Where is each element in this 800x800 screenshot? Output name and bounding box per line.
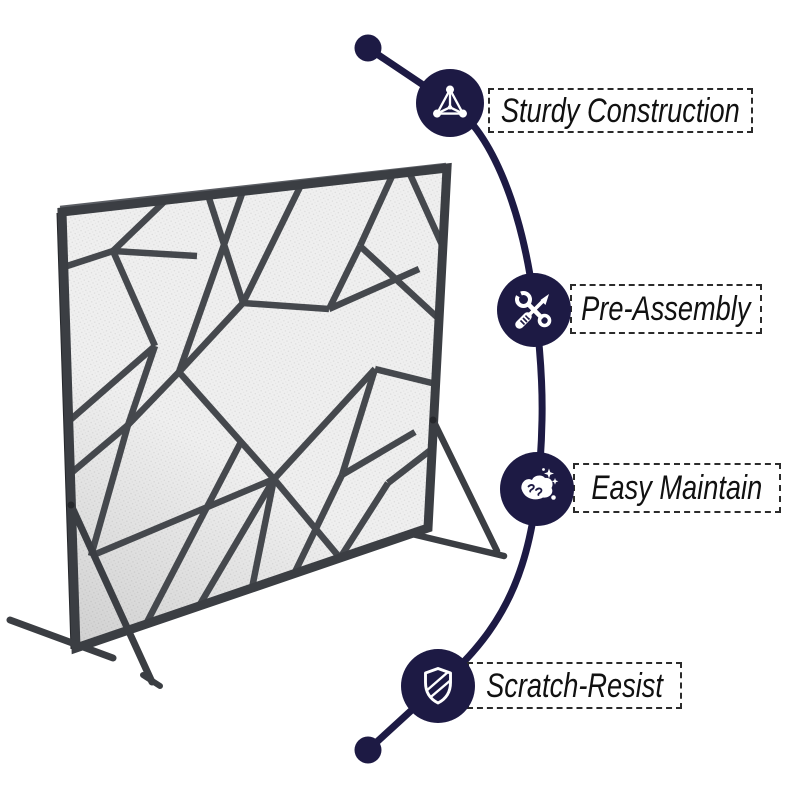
wipe-clean-hand-icon bbox=[521, 468, 559, 500]
screen-pattern-bars bbox=[62, 170, 446, 626]
feature-label: Pre-Assembly bbox=[581, 290, 751, 328]
curve-end-dot-top bbox=[354, 34, 382, 62]
feature-label-box: Sturdy Construction bbox=[488, 88, 753, 133]
feature-label: Scratch-Resist bbox=[486, 666, 663, 705]
screen-feet bbox=[6, 416, 508, 689]
feature-label: Sturdy Construction bbox=[501, 91, 740, 130]
shield-icon bbox=[424, 667, 452, 705]
screen-hinges bbox=[67, 416, 437, 509]
curve-end-dot-bottom bbox=[354, 736, 382, 764]
feature-label-box: Easy Maintain bbox=[573, 463, 781, 513]
tetrahedron-frame-icon bbox=[433, 85, 467, 118]
feature-badge bbox=[416, 69, 484, 137]
feature-flow-curve bbox=[364, 44, 546, 754]
feature-label-box: Pre-Assembly bbox=[570, 284, 762, 334]
feature-badge bbox=[497, 273, 571, 347]
wrench-screwdriver-icon bbox=[511, 286, 552, 329]
feature-label-box: Scratch-Resist bbox=[467, 662, 682, 709]
feature-badge bbox=[500, 452, 574, 526]
feature-label: Easy Maintain bbox=[591, 469, 763, 507]
feature-badge bbox=[401, 649, 475, 723]
